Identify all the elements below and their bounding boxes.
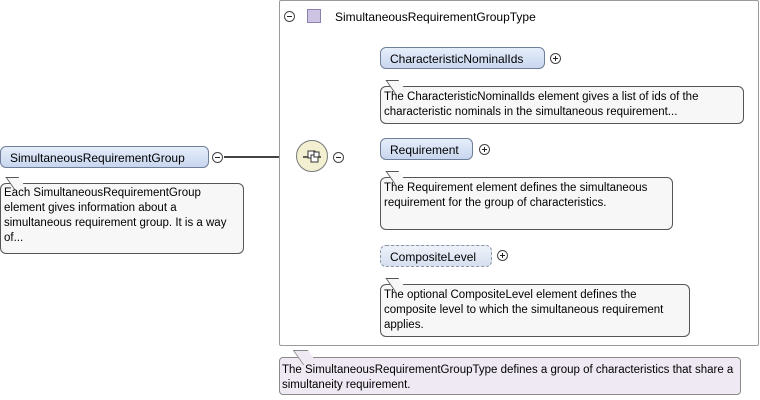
root-collapse-icon[interactable] — [212, 152, 223, 163]
sequence-compositor-icon[interactable] — [296, 140, 328, 172]
characteristicnominalids-documentation-text: The CharacteristicNominalIds element giv… — [384, 91, 699, 118]
compositelevel-expand-icon[interactable] — [497, 250, 508, 261]
requirement-documentation: The Requirement element defines the simu… — [380, 171, 673, 230]
compositelevel-documentation-text: The optional CompositeLevel element defi… — [384, 289, 664, 331]
type-documentation: The SimultaneousRequirementGroupType def… — [279, 350, 741, 395]
root-element-node[interactable]: SimultaneousRequirementGroup — [0, 146, 209, 168]
sequence-collapse-icon[interactable] — [333, 152, 344, 163]
type-icon — [307, 9, 321, 23]
child-element-characteristicnominalids[interactable]: CharacteristicNominalIds — [380, 47, 545, 69]
child-element-requirement[interactable]: Requirement — [380, 138, 473, 160]
type-collapse-icon[interactable] — [284, 11, 295, 22]
root-documentation-text: Each SimultaneousRequirementGroup elemen… — [4, 187, 227, 244]
characteristicnominalids-documentation: The CharacteristicNominalIds element giv… — [380, 80, 744, 124]
requirement-documentation-text: The Requirement element defines the simu… — [384, 182, 648, 209]
root-documentation: Each SimultaneousRequirementGroup elemen… — [0, 177, 244, 254]
type-documentation-text: The SimultaneousRequirementGroupType def… — [282, 364, 734, 391]
requirement-expand-icon[interactable] — [479, 144, 490, 155]
child-element-compositelevel[interactable]: CompositeLevel — [380, 245, 492, 267]
type-name: SimultaneousRequirementGroupType — [335, 10, 536, 24]
characteristicnominalids-expand-icon[interactable] — [550, 53, 561, 64]
compositelevel-documentation: The optional CompositeLevel element defi… — [380, 278, 690, 337]
